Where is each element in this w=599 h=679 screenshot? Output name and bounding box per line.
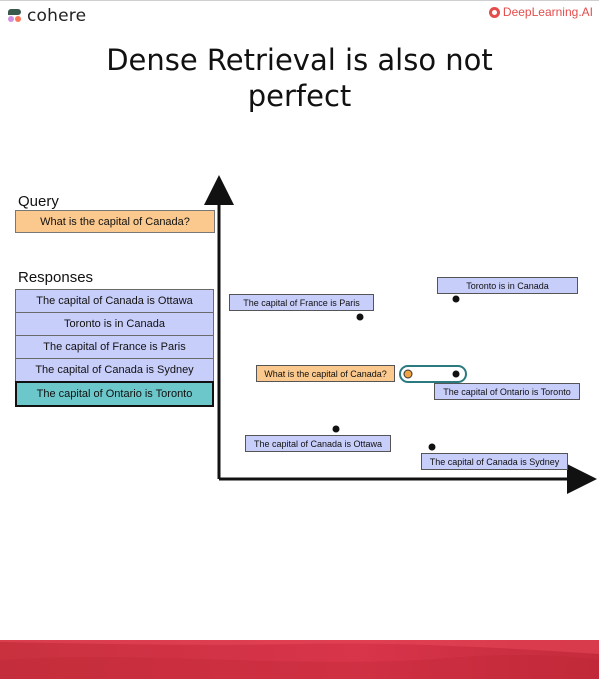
point-capital-canada-ottawa — [332, 425, 340, 433]
responses-heading: Responses — [18, 269, 94, 286]
plot-label-query: What is the capital of Canada? — [256, 365, 395, 382]
query-heading: Query — [18, 193, 59, 210]
cohere-logo-icon — [8, 9, 22, 23]
point-capital-ontario-toronto — [452, 370, 460, 378]
responses-list: The capital of Canada is Ottawa Toronto … — [15, 289, 214, 407]
deeplearning-brand-name: DeepLearning.AI — [502, 5, 593, 19]
deeplearning-logo-icon — [488, 6, 500, 18]
point-toronto-in-canada — [452, 295, 460, 303]
plot-label-capital-france-paris: The capital of France is Paris — [229, 294, 374, 311]
point-capital-canada-sydney — [428, 443, 436, 451]
plot-label-capital-canada-ottawa: The capital of Canada is Ottawa — [245, 435, 391, 452]
response-item: Toronto is in Canada — [15, 312, 214, 336]
query-box: What is the capital of Canada? — [15, 210, 215, 233]
point-query — [403, 369, 413, 379]
deeplearning-logo: DeepLearning.AI — [488, 5, 593, 19]
cohere-brand-name: cohere — [27, 6, 87, 26]
plot-label-capital-ontario-toronto: The capital of Ontario is Toronto — [434, 383, 580, 400]
cohere-logo: cohere — [8, 6, 86, 26]
slide-title: Dense Retrieval is also not perfect — [106, 43, 493, 113]
response-item-highlighted: The capital of Ontario is Toronto — [15, 381, 214, 407]
plot-label-capital-canada-sydney: The capital of Canada is Sydney — [421, 453, 568, 470]
footer-banner — [0, 640, 599, 679]
top-border — [0, 0, 599, 1]
point-capital-france-paris — [356, 313, 364, 321]
response-item: The capital of France is Paris — [15, 335, 214, 359]
nearest-neighbor-highlight — [399, 365, 467, 383]
plot-label-toronto-in-canada: Toronto is in Canada — [437, 277, 578, 294]
